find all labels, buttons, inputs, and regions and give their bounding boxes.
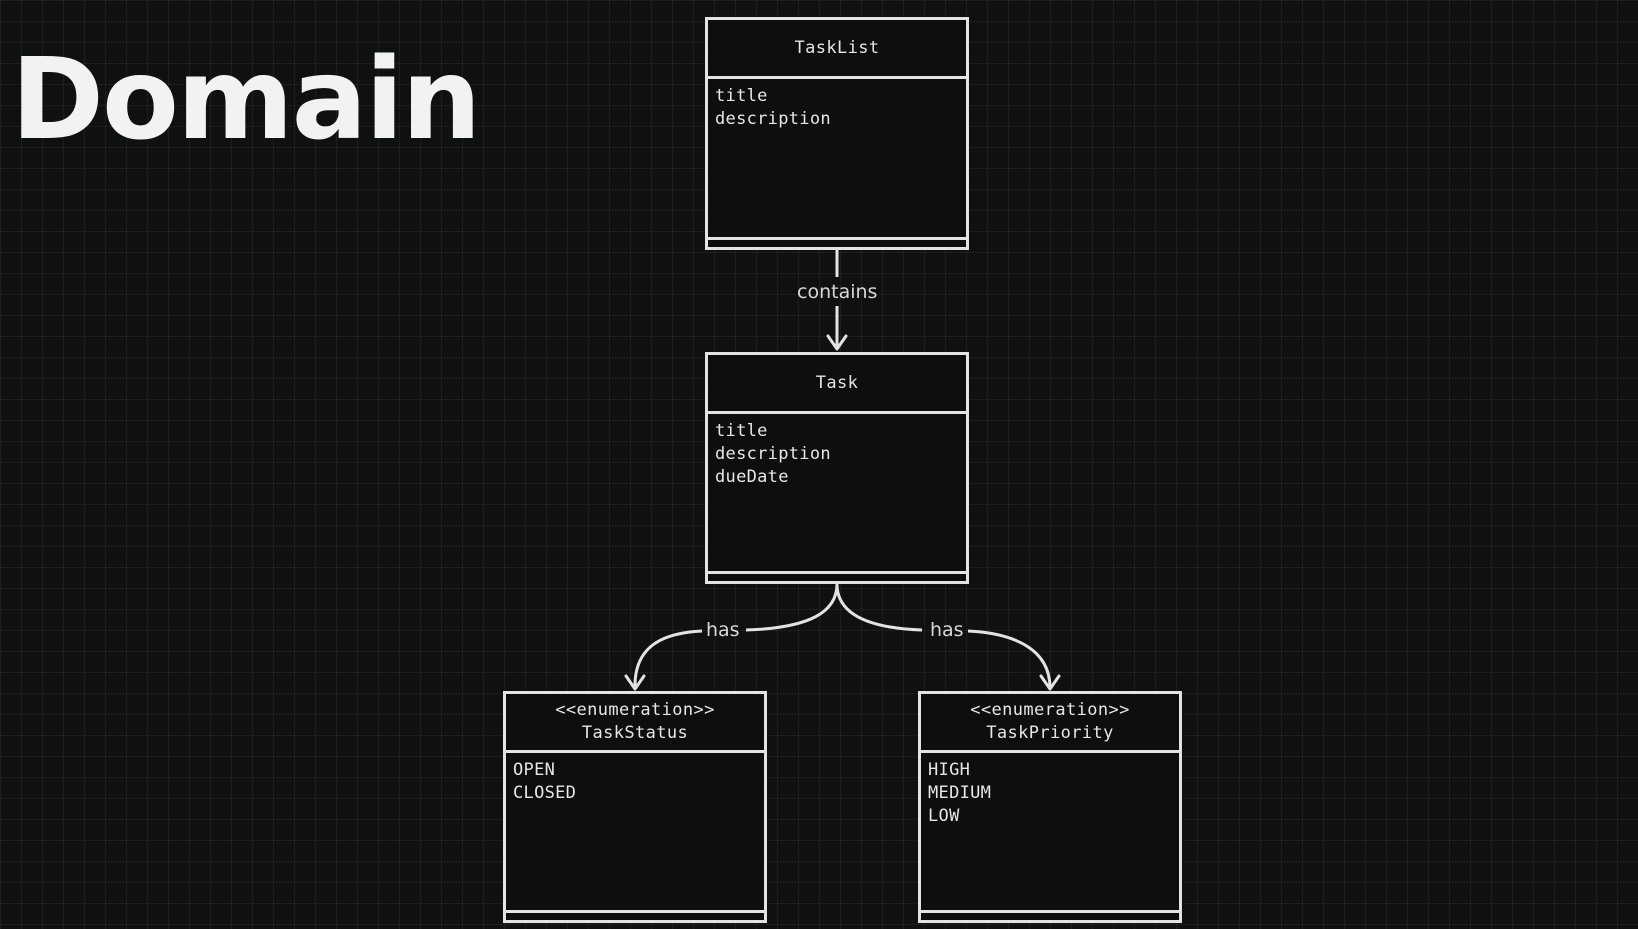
has-status-arrowhead: [624, 674, 646, 691]
has-status-connector-a: [745, 583, 839, 632]
enum-value: LOW: [928, 806, 960, 826]
enum-value: MEDIUM: [928, 783, 992, 803]
class-methods-compartment: [506, 910, 764, 920]
enum-taskpriority[interactable]: <<enumeration>> TaskPriority HIGH MEDIUM…: [918, 691, 1182, 923]
class-methods-compartment: [708, 237, 966, 247]
enum-stereotype: <<enumeration>>: [970, 700, 1130, 720]
class-attributes: title description dueDate: [708, 414, 966, 571]
contains-label: contains: [797, 281, 878, 303]
has-priority-connector-b: [967, 629, 1052, 689]
class-name: TaskList: [794, 37, 880, 58]
page-title: Domain: [11, 35, 481, 165]
has-priority-connector-a: [835, 583, 923, 632]
has-priority-label: has: [930, 619, 964, 641]
attribute: description: [715, 109, 831, 129]
class-header: Task: [708, 355, 966, 414]
class-tasklist[interactable]: TaskList title description: [705, 17, 969, 250]
class-name: TaskPriority: [986, 723, 1114, 743]
attribute: description: [715, 444, 831, 464]
class-task[interactable]: Task title description dueDate: [705, 352, 969, 584]
attribute: title: [715, 86, 768, 106]
class-methods-compartment: [921, 910, 1179, 920]
class-header: <<enumeration>> TaskStatus: [506, 694, 764, 753]
enum-taskstatus[interactable]: <<enumeration>> TaskStatus OPEN CLOSED: [503, 691, 767, 923]
enum-value: OPEN: [513, 760, 556, 780]
enum-stereotype: <<enumeration>>: [555, 700, 715, 720]
contains-arrowhead: [826, 334, 848, 351]
enum-value: HIGH: [928, 760, 971, 780]
has-status-label: has: [706, 619, 740, 641]
class-name: Task: [815, 372, 859, 393]
class-header: TaskList: [708, 20, 966, 79]
attribute: title: [715, 421, 768, 441]
attribute: dueDate: [715, 467, 789, 487]
class-methods-compartment: [708, 571, 966, 581]
enum-values: HIGH MEDIUM LOW: [921, 753, 1179, 910]
has-priority-arrowhead: [1039, 674, 1061, 691]
has-status-connector-b: [633, 629, 703, 689]
enum-value: CLOSED: [513, 783, 577, 803]
class-attributes: title description: [708, 79, 966, 237]
class-name: TaskStatus: [581, 723, 689, 743]
enum-values: OPEN CLOSED: [506, 753, 764, 910]
class-header: <<enumeration>> TaskPriority: [921, 694, 1179, 753]
